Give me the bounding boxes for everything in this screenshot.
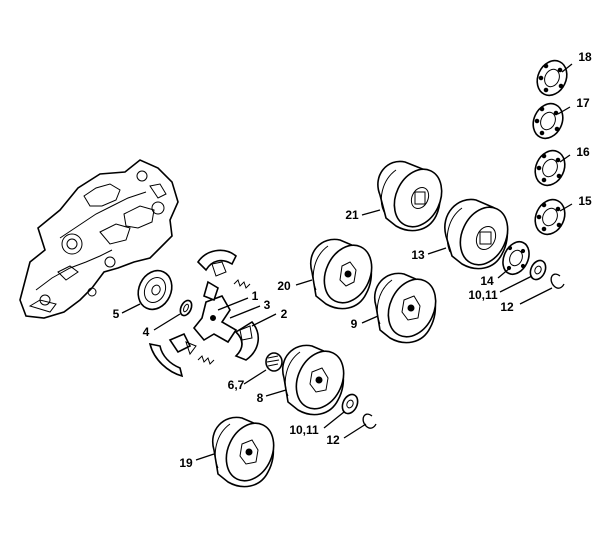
needle-bearing-6-7: [265, 352, 283, 372]
clutch-hub-3: [192, 280, 238, 344]
label-8: 8: [257, 391, 264, 405]
cover-disc-5: [137, 269, 173, 311]
label-14: 14: [480, 274, 494, 288]
label-12-right: 12: [500, 300, 514, 314]
clutch-shoe-upper: [196, 249, 237, 277]
washer-icon-4: [179, 299, 193, 317]
label-1: 1: [252, 289, 259, 303]
label-6-7: 6,7: [228, 378, 245, 392]
label-13: 13: [411, 248, 425, 262]
clutch-shoe-lower: [148, 332, 197, 378]
sprocket-drum-21: [377, 160, 443, 232]
sprocket-drum-13: [444, 198, 509, 270]
clutch-shoe-2: [234, 320, 259, 361]
label-10-11-bottom: 10,11: [289, 423, 319, 437]
sprocket-drum-19: [211, 416, 275, 488]
e-clip-icon-right: [550, 273, 565, 289]
label-2: 2: [281, 307, 288, 321]
label-9: 9: [351, 317, 358, 331]
e-clip-icon-bottom: [362, 413, 377, 429]
label-21: 21: [345, 208, 359, 222]
spring-icon-lower: [197, 355, 215, 365]
rim-sprocket-14: [502, 240, 530, 276]
rim-sprocket-18: [536, 59, 568, 97]
label-15: 15: [578, 194, 592, 208]
label-3: 3: [264, 298, 271, 312]
label-4: 4: [143, 325, 150, 339]
label-17: 17: [576, 96, 590, 110]
label-18: 18: [578, 50, 592, 64]
sprocket-drum-8: [281, 344, 345, 416]
label-12-bottom: 12: [326, 433, 340, 447]
sprocket-drum-20: [309, 238, 373, 310]
rim-sprocket-15: [534, 198, 566, 236]
label-20: 20: [277, 279, 291, 293]
rim-sprocket-16: [534, 149, 566, 187]
label-5: 5: [113, 307, 120, 321]
label-10-11-right: 10,11: [468, 288, 498, 302]
washer-icon-bottom: [341, 393, 359, 415]
crankcase-housing-icon: [19, 159, 179, 319]
label-19: 19: [179, 456, 193, 470]
spring-icon-upper: [233, 279, 251, 289]
label-16: 16: [576, 145, 590, 159]
leader-lines: [121, 63, 573, 461]
washer-icon-right: [529, 259, 547, 281]
sprocket-drum-9: [373, 272, 437, 344]
rim-sprocket-17: [532, 102, 564, 140]
